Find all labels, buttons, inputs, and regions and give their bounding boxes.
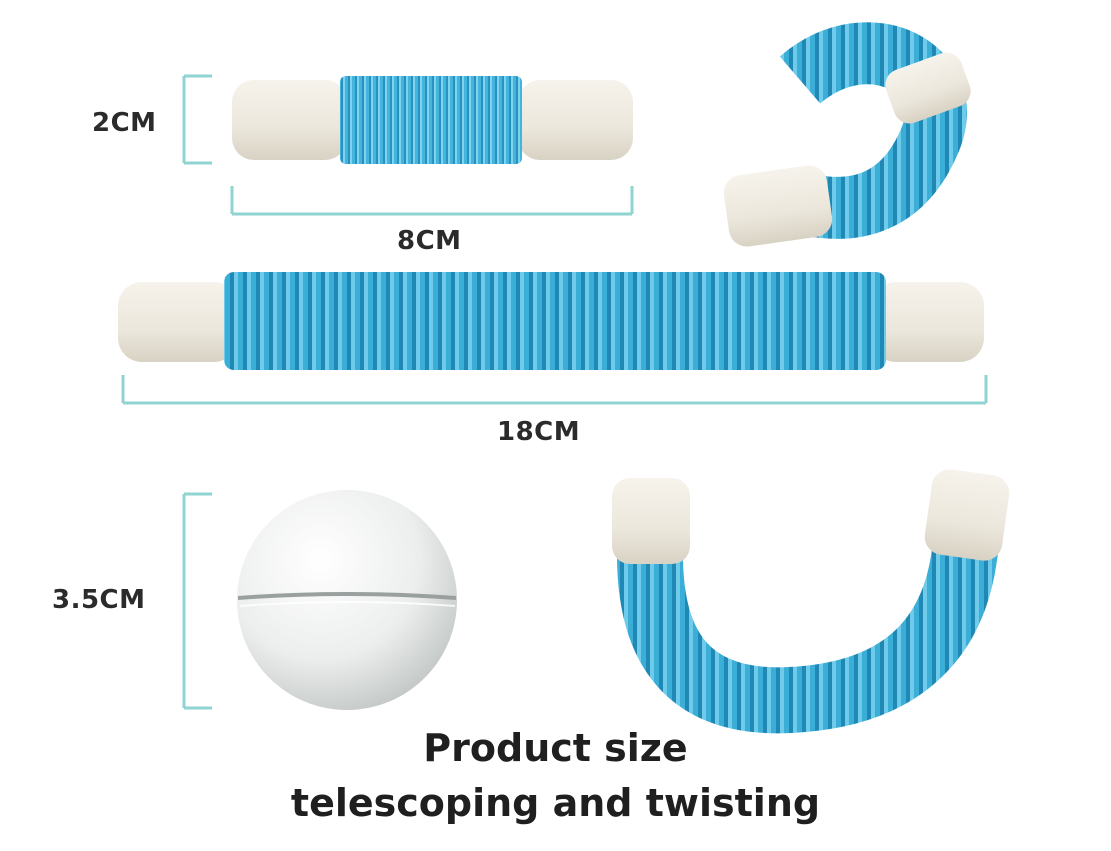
- measure-bracket-18cm: [121, 375, 988, 405]
- length-label-8cm: 8CM: [397, 226, 462, 256]
- u-shaped-pop-tube: [612, 469, 1010, 734]
- long-pop-tube: [118, 272, 984, 370]
- caption-title: Product size: [423, 726, 688, 770]
- measure-bracket-2cm: [182, 74, 212, 165]
- ball: [237, 490, 457, 710]
- caption-subtitle: telescoping and twisting: [290, 781, 821, 825]
- short-pop-tube: [232, 76, 633, 164]
- height-label-2cm: 2CM: [92, 108, 157, 138]
- diameter-label-3-5cm: 3.5CM: [52, 585, 146, 615]
- curled-pop-tube: [723, 22, 971, 247]
- length-label-18cm: 18CM: [497, 417, 581, 447]
- measure-bracket-3-5cm: [182, 492, 212, 710]
- measure-bracket-8cm: [230, 186, 634, 216]
